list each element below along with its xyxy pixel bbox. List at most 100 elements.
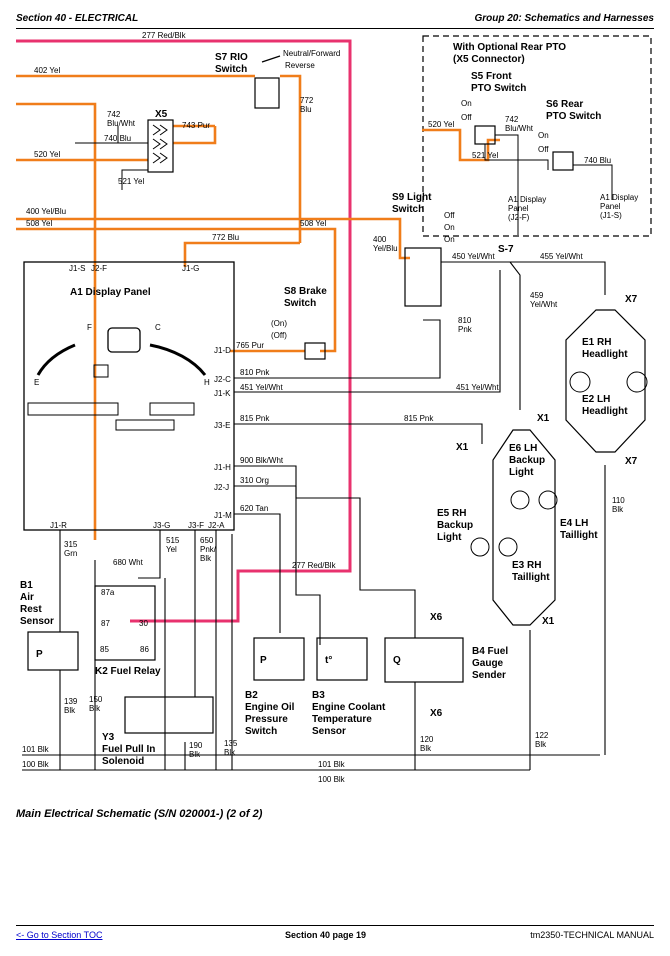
svg-text:(Off): (Off) [271,331,287,340]
svg-text:Gauge: Gauge [472,658,504,669]
svg-text:Backup: Backup [437,520,473,531]
k2-relay-box [94,585,156,661]
optional-pto-box [422,35,652,237]
wire-772v-2: Blu [300,105,312,114]
w680: 680 Wht [113,558,144,567]
w100b: 100 Blk [318,775,346,784]
svg-text:J1-H: J1-H [214,463,231,472]
w451b: 451 Yel/Wht [456,383,499,392]
w120b: Blk [420,744,432,753]
svg-text:(J2-F): (J2-F) [508,213,530,222]
e3-lamp [498,537,518,557]
w135a: 135 [224,739,238,748]
w150b: Blk [89,704,101,713]
toc-link[interactable]: <- Go to Section TOC [16,930,103,940]
svg-text:J3-G: J3-G [153,521,170,530]
b3-sensor-box [316,637,368,681]
s7-label: S7 RIO Switch [215,52,248,75]
svg-text:F: F [87,323,92,332]
x1-top: X1 [537,413,550,424]
w110a: 110 [612,496,625,505]
svg-text:Switch: Switch [215,64,247,75]
w315b: Grn [64,549,77,558]
x7-top: X7 [625,294,638,305]
svg-text:Switch: Switch [245,726,277,737]
svg-text:E2 LH: E2 LH [582,394,610,405]
svg-text:Light: Light [437,532,462,543]
e6-lamp [510,490,530,510]
svg-text:Temperature: Temperature [312,714,372,725]
footer-toc[interactable]: <- Go to Section TOC [16,930,102,940]
svg-text:Backup: Backup [509,455,545,466]
headlight-housing [565,309,646,453]
svg-text:Light: Light [509,467,534,478]
w110b: Blk [612,505,624,514]
svg-text:B2: B2 [245,690,258,701]
svg-text:Headlight: Headlight [582,406,628,417]
svg-text:Taillight: Taillight [512,572,550,583]
s6-switch-body [552,151,574,171]
b2-switch-box [253,637,305,681]
w120a: 120 [420,735,434,744]
svg-text:P: P [36,649,43,660]
figure-caption: Main Electrical Schematic (S/N 020001-) … [16,808,263,820]
x6-bottom: X6 [430,708,443,719]
svg-text:S6 Rear: S6 Rear [546,99,583,110]
w450: 450 Yel/Wht [452,252,495,261]
svg-text:J1-S: J1-S [69,264,85,273]
w101b: 101 Blk [318,760,346,769]
w810v2: Pnk [458,325,473,334]
wire-402-label: 402 Yel [34,66,60,75]
x7-bottom: X7 [625,456,638,467]
w740r: 740 Blu [584,156,611,165]
svg-text:Q: Q [393,655,401,666]
x6-top: X6 [430,612,443,623]
svg-text:Panel: Panel [600,202,621,211]
w190b: Blk [189,750,201,759]
orange-wires [16,74,500,540]
svg-text:J1-K: J1-K [214,389,231,398]
svg-text:Engine Oil: Engine Oil [245,702,295,713]
svg-text:Engine Coolant: Engine Coolant [312,702,386,713]
svg-text:87a: 87a [101,588,115,597]
svg-text:C: C [155,323,161,332]
headlight-lamp-1 [569,371,591,393]
optional-title: With Optional Rear PTO (X5 Connector) [453,42,566,65]
svg-text:On: On [461,99,472,108]
svg-text:H: H [204,378,210,387]
svg-text:(On): (On) [271,319,287,328]
svg-text:PTO Switch: PTO Switch [471,83,526,94]
w650a: 650 [200,536,214,545]
wire-277-label-2: 277 Red/Blk [292,561,337,570]
w521r: 521 Yel [472,151,498,160]
wire-277-label: 277 Red/Blk [142,31,187,40]
e5-lamp [470,537,490,557]
svg-text:B4 Fuel: B4 Fuel [472,646,508,657]
svg-text:S5 Front: S5 Front [471,71,512,82]
wire-772v-1: 772 [300,96,314,105]
svg-text:Solenoid: Solenoid [102,756,144,767]
w742a: 742 [107,110,121,119]
w650c: Blk [200,554,212,563]
svg-text:87: 87 [101,619,110,628]
svg-text:A1 Display: A1 Display [600,193,638,202]
s7-switch-body [254,77,280,109]
w139a: 139 [64,697,78,706]
svg-text:30: 30 [139,619,148,628]
svg-text:S7 RIO: S7 RIO [215,52,248,63]
svg-text:E5 RH: E5 RH [437,508,466,519]
headlight-lamp-2 [626,371,648,393]
svg-text:Air: Air [20,592,34,603]
